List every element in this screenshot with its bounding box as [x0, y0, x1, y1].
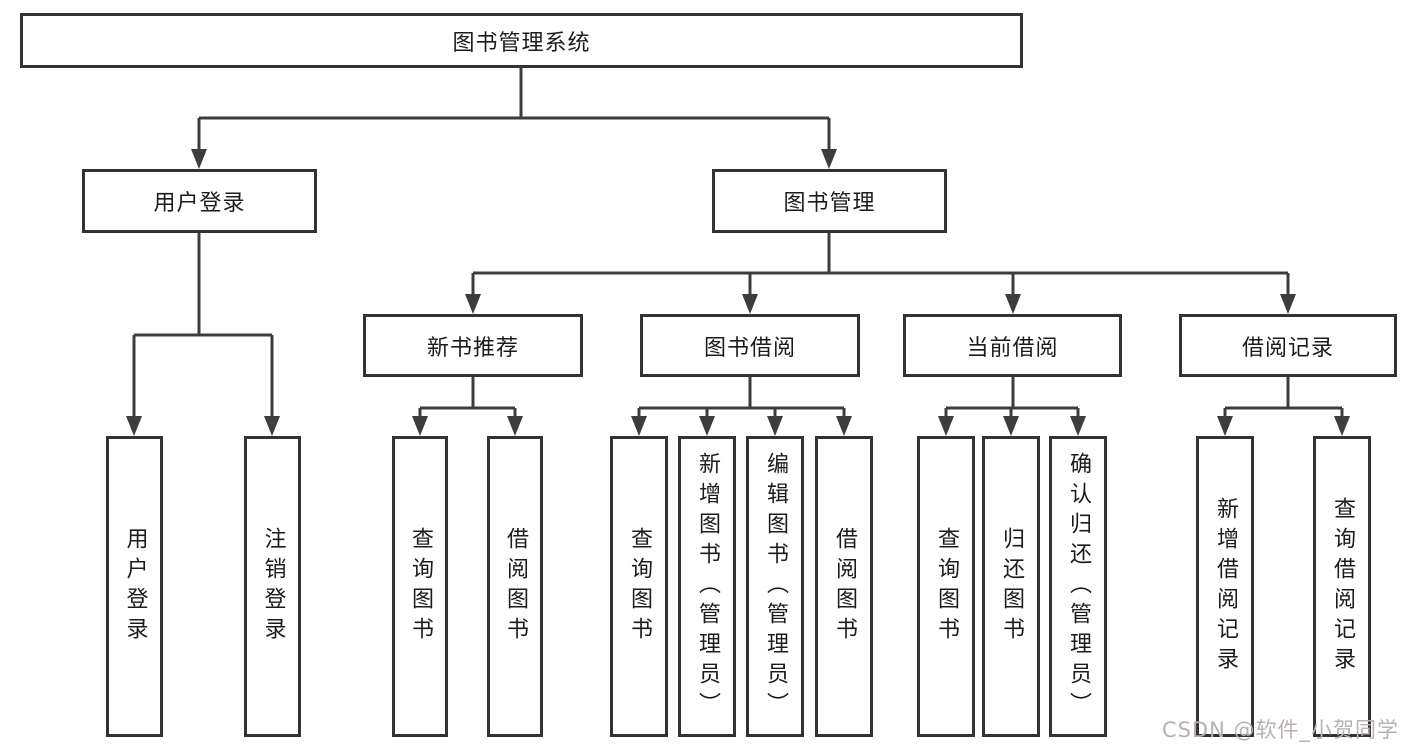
- node-book-borrowing: 图书借阅: [640, 314, 860, 377]
- leaf-query-books: 查询图书: [392, 436, 448, 737]
- leaf-query-books: 查询图书: [610, 436, 668, 737]
- node-current-borrowing: 当前借阅: [903, 314, 1122, 377]
- arrowhead-icon: [1070, 416, 1086, 436]
- leaf-borrow-books: 借阅图书: [815, 436, 873, 737]
- connector-line: [132, 68, 1344, 418]
- leaf-query-books: 查询图书: [917, 436, 975, 737]
- arrowhead-icon: [126, 416, 142, 436]
- csdn-watermark: CSDN @软件_小贺同学: [1161, 718, 1399, 742]
- node-borrowing-records: 借阅记录: [1179, 314, 1397, 377]
- arrowhead-icon: [836, 416, 852, 436]
- arrowhead-icon: [1217, 416, 1233, 436]
- arrowhead-icon: [412, 416, 428, 436]
- leaf-return-books: 归还图书: [982, 436, 1040, 737]
- arrowhead-icon: [938, 416, 954, 436]
- leaf-edit-books-admin: 编辑图书（管理员）: [746, 436, 804, 737]
- arrowhead-icon: [821, 149, 837, 169]
- arrowhead-icon: [1280, 294, 1296, 314]
- arrowhead-icon: [1334, 416, 1350, 436]
- arrowhead-icon: [1003, 416, 1019, 436]
- arrowhead-icon: [191, 149, 207, 169]
- node-library-management-system: 图书管理系统: [20, 13, 1023, 68]
- leaf-confirm-return-admin: 确认归还（管理员）: [1049, 436, 1107, 737]
- leaf-logout: 注销登录: [244, 436, 301, 737]
- arrowhead-icon: [1005, 294, 1021, 314]
- leaf-add-books-admin: 新增图书（管理员）: [678, 436, 736, 737]
- leaf-user-login: 用户登录: [106, 436, 163, 737]
- arrowhead-icon: [507, 416, 523, 436]
- arrowhead-icon: [699, 416, 715, 436]
- leaf-add-borrow-record: 新增借阅记录: [1196, 436, 1254, 737]
- arrowhead-icon: [742, 294, 758, 314]
- leaf-query-borrow-record: 查询借阅记录: [1313, 436, 1371, 737]
- arrowhead-icon: [767, 416, 783, 436]
- node-new-book-recommendation: 新书推荐: [363, 314, 583, 377]
- arrowhead-icon: [465, 294, 481, 314]
- leaf-borrow-books: 借阅图书: [487, 436, 543, 737]
- node-book-management: 图书管理: [712, 169, 947, 233]
- arrowhead-icon: [264, 416, 280, 436]
- arrowhead-icon: [631, 416, 647, 436]
- node-user-login: 用户登录: [82, 169, 317, 233]
